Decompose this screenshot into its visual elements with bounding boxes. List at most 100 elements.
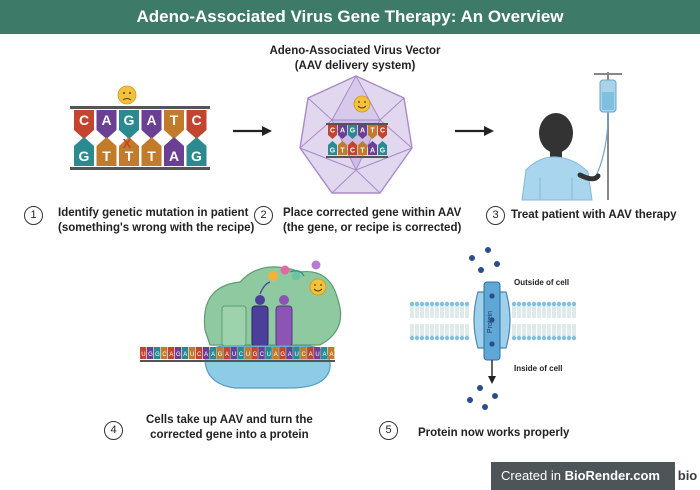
nucleotide-block [141,137,162,166]
nucleotide-letter: T [340,148,345,155]
mrna-base [140,347,147,359]
step-number-3: 3 [486,206,505,225]
inside-of-cell-label: Inside of cell [514,364,563,373]
mrna-letter: G [280,352,285,358]
lipid-head [419,335,425,341]
membrane-protein-illustration: Protein [409,247,577,410]
nucleotide-letter: T [170,112,179,128]
nucleotide-block [96,110,117,139]
mrna-base [188,347,196,359]
biorender-brand: BioRender.com [564,468,660,483]
mrna-letter: G [253,352,258,358]
mrna-letter: U [141,352,145,358]
step-1-caption: Identify genetic mutation in patient (so… [58,206,254,236]
lipid-head [571,335,577,341]
sad-face-icon [117,85,137,105]
lipid-head [449,301,455,307]
step-number-5: 5 [379,421,398,440]
nucleotide-block [358,125,367,140]
nucleotide-letter: A [370,148,375,155]
lipid-head [439,301,445,307]
outside-of-cell-label: Outside of cell [514,278,570,287]
mrna-base [153,347,161,359]
lipid-head [546,335,552,341]
mrna-base [167,347,175,359]
nucleotide-block [328,140,337,155]
mrna-letter: A [204,352,208,358]
lipid-head [516,301,522,307]
mrna-letter: A [323,352,327,358]
page-title: Adeno-Associated Virus Gene Therapy: An … [0,0,700,34]
mrna-base [195,347,203,359]
mrna-letter: U [190,352,194,358]
nucleotide-letter: C [350,148,355,155]
mrna-letter: A [169,352,173,358]
protein-molecules [467,247,500,410]
mrna-base [237,347,244,359]
mrna-letter: U [232,352,236,358]
mrna-letter: A [183,352,187,358]
step-number-2: 2 [254,206,273,225]
mrna-base [321,347,328,359]
mrna-base [328,347,335,359]
cell-membrane [409,301,577,341]
nucleotide-letter: C [191,112,201,128]
nucleotide-letter: T [147,148,156,164]
mrna-letter: G [148,352,153,358]
lipid-head [424,301,430,307]
lipid-head [454,301,460,307]
lipid-head [444,301,450,307]
lipid-head [459,335,465,341]
mrna-letter: A [330,352,334,358]
nucleotide-letter: G [330,148,336,155]
patient-iv-illustration [521,72,622,201]
lipid-head [536,301,542,307]
step-3-caption: Treat patient with AAV therapy [511,208,677,223]
mrna-letter: A [309,352,313,358]
mrna-letter: A [211,352,215,358]
dna-backbone-top [70,106,210,109]
nucleotide-block [119,137,139,166]
lipid-head [511,301,517,307]
mrna-base [293,347,300,359]
lipid-head [571,301,577,307]
lipid-head [546,301,552,307]
happy-face-icon [309,278,327,296]
lipid-head [561,301,567,307]
mrna-letter: C [260,352,265,358]
mrna-letter: G [218,352,223,358]
lipid-head [526,335,532,341]
mrna-base [279,347,286,359]
mrna-base [216,347,223,359]
aav-vector-title-line1: Adeno-Associated Virus Vector [269,45,441,57]
mrna-letter: G [155,352,160,358]
mrna-letter: C [197,352,202,358]
lipid-head [551,335,557,341]
nucleotide-letter: G [124,112,135,128]
biorender-logo-icon[interactable]: bio [673,462,700,490]
nucleotide-block [338,140,347,155]
step-2-line1: Place corrected gene within AAV [283,207,462,219]
mrna-letter: C [239,352,244,358]
nucleotide-letter: A [360,128,365,135]
lipid-head [536,335,542,341]
lipid-head [531,335,537,341]
aav-vector-title-line2: (AAV delivery system) [294,60,416,72]
step-number-4: 4 [104,421,123,440]
aav-vector-title: Adeno-Associated Virus Vector (AAV deliv… [250,44,460,74]
mrna-base [202,347,210,359]
nucleotide-block [378,140,387,155]
mrna-base [230,347,237,359]
nucleotide-letter: T [125,148,134,164]
lipid-head [541,335,547,341]
mrna-letter: A [225,352,229,358]
nucleotide-block [368,125,377,140]
mrna-base [251,347,258,359]
nucleotide-block [186,137,207,166]
biorender-footer[interactable]: Created in BioRender.com [491,462,700,490]
mrna-base [223,347,230,359]
dna-backbone-bottom [70,167,210,170]
